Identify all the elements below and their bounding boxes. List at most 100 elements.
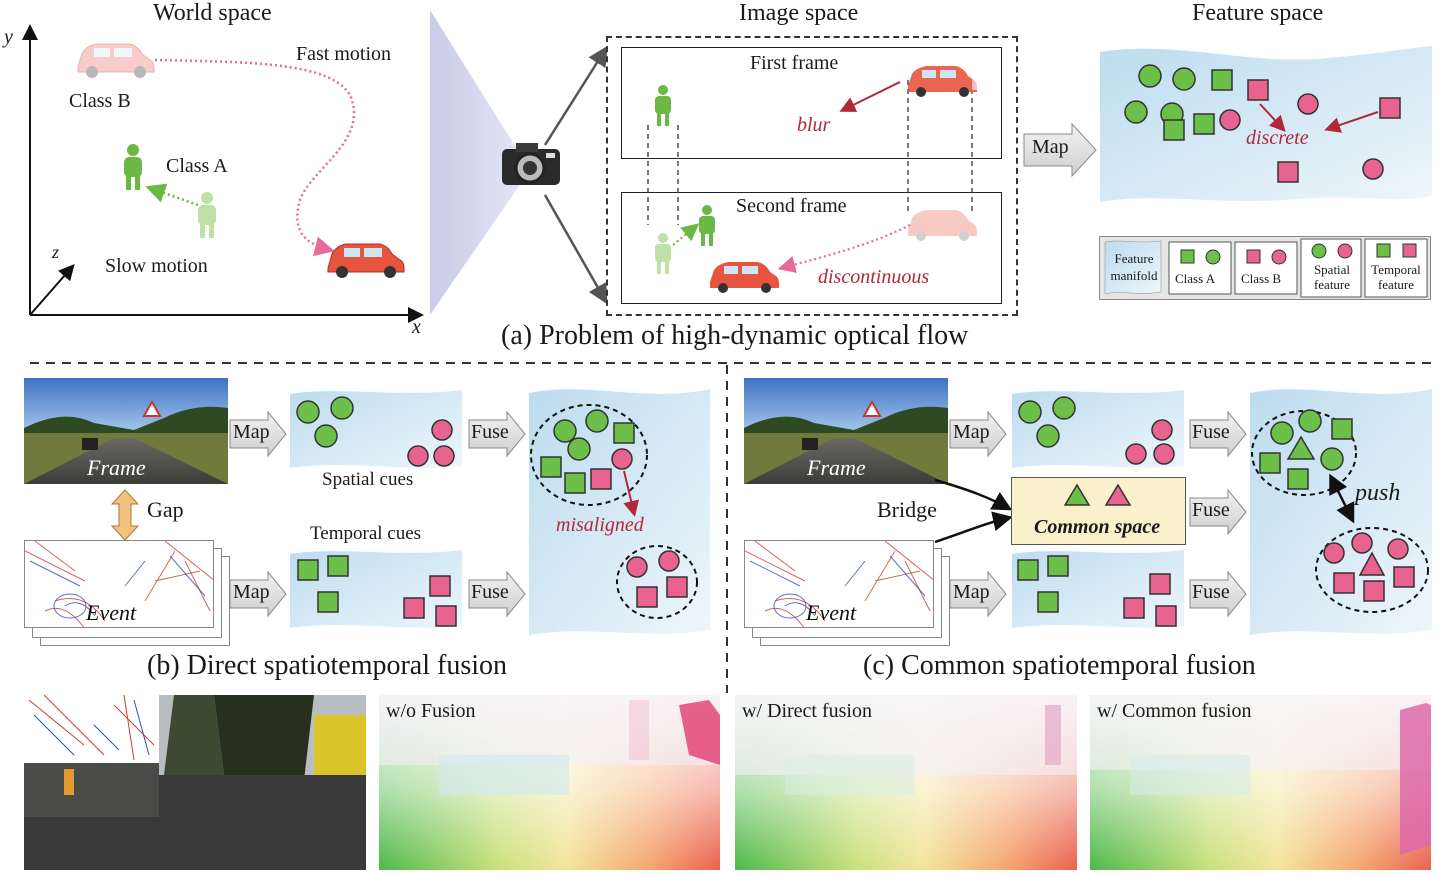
z-axis [29,263,75,316]
first-frame-box [621,47,1002,159]
person-faded-icon [198,192,216,238]
fuse-label-b2: Fuse [471,581,509,603]
world-space-title: World space [153,0,272,26]
world-axes [22,24,424,323]
fuse-label-c3: Fuse [1192,581,1230,603]
camera-projection [430,10,608,315]
legend-temporal-label: Temporal feature [1371,262,1421,292]
map-label-b1: Map [233,421,270,443]
z-axis-label: z [52,242,60,262]
event-label-b: Event [86,600,137,625]
camera-icon [502,143,560,185]
projection-arrow-down [543,194,608,305]
map-arrow-a[interactable] [1022,122,1098,178]
temporal-cues-manifold [290,550,462,628]
map-label-c2: Map [953,581,990,603]
gap-label: Gap [147,497,184,522]
frame-image-b [24,378,228,484]
slow-motion-label: Slow motion [105,255,208,277]
flow-result-wo-fusion [379,695,720,870]
feature-manifold-a [1100,46,1432,202]
projection-arrow-up [543,45,608,146]
gap-arrow [110,489,140,541]
second-frame-box [621,192,1002,304]
slow-motion-path [145,183,199,207]
fuse-arrow-b1[interactable] [467,410,527,458]
event-label-c: Event [806,600,857,625]
discontinuous-label: discontinuous [818,266,930,288]
view-cone [430,10,530,315]
map-arrow-b2[interactable] [228,570,288,618]
push-label: push [1355,480,1401,506]
bridge-label: Bridge [877,497,937,522]
temporal-cues-label: Temporal cues [310,523,422,544]
fast-motion-path [154,58,356,257]
spatial-manifold-c [1012,390,1184,468]
blur-arrow [839,81,901,112]
bridge-arrows [934,478,1013,544]
direct-fusion-label: w/ Direct fusion [742,700,872,722]
class-b-temporal-features [1247,79,1401,183]
flow-result-direct-fusion [735,695,1077,870]
frame-label-c: Frame [807,455,866,480]
caption-a: (a) Problem of high-dynamic optical flow [501,320,969,351]
person-icon [655,85,671,126]
map-label-c1: Map [953,421,990,443]
map-label-a: Map [1032,136,1069,158]
first-frame-label: First frame [750,52,839,74]
temporal-manifold-c [1012,550,1184,628]
feature-space-title: Feature space [1192,0,1324,26]
car-icon [327,243,405,278]
fused-manifold-c [1250,389,1432,635]
caption-c: (c) Common spatiotemporal fusion [863,650,1256,681]
fuse-label-b1: Fuse [471,421,509,443]
car-blurred-icon [908,66,980,97]
person-class-a-icon [124,144,142,190]
frame-label-b: Frame [87,455,146,480]
fast-motion-label: Fast motion [296,43,392,65]
class-a-label: Class A [166,155,228,177]
image-space-title: Image space [739,0,859,26]
class-b-spatial-features [1219,93,1384,180]
fuse-arrow-c1[interactable] [1188,410,1248,458]
event-image-c [744,540,934,628]
input-scene-image [24,695,366,870]
discrete-label: discrete [1246,127,1309,149]
fuse-label-c2: Fuse [1192,499,1230,521]
legend-class-a-label: Class A [1175,271,1216,286]
fuse-label-c1: Fuse [1192,421,1230,443]
event-image-b [24,540,214,628]
second-frame-label: Second frame [736,195,847,217]
panel-separators [30,362,1432,693]
blur-label: blur [797,114,831,136]
car-icon [710,262,779,293]
class-a-temporal-features [1163,69,1233,141]
class-b-label: Class B [69,90,131,112]
image-space-graphics [647,66,980,293]
legend-manifold-label: Feature manifold [1110,251,1158,283]
fused-manifold-b [529,389,710,635]
x-axis-label: x [412,316,421,338]
discontinuous-arrow [777,224,911,274]
wo-fusion-label: w/o Fusion [386,700,476,722]
map-arrow-b1[interactable] [228,410,288,458]
misaligned-label: misaligned [556,514,644,536]
fuse-arrow-b2[interactable] [467,570,527,618]
legend-spatial-label: Spatial feature [1313,262,1351,292]
frame-image-c [744,378,948,484]
fuse-arrow-c2[interactable] [1188,488,1248,536]
common-fusion-label: w/ Common fusion [1097,700,1252,722]
person-icon [699,205,715,246]
fuse-arrow-c3[interactable] [1188,570,1248,618]
caption-b: (b) Direct spatiotemporal fusion [147,650,508,681]
map-arrow-c2[interactable] [948,570,1008,618]
flow-result-common-fusion [1090,695,1431,870]
map-label-b2: Map [233,581,270,603]
spatial-cues-label: Spatial cues [322,469,414,490]
legend-class-b-label: Class B [1241,271,1282,286]
legend-graphics [1104,238,1428,298]
y-axis-label: y [4,26,13,48]
common-space-label: Common space [1034,516,1161,538]
person-faded-icon [655,233,671,274]
map-arrow-c1[interactable] [948,410,1008,458]
